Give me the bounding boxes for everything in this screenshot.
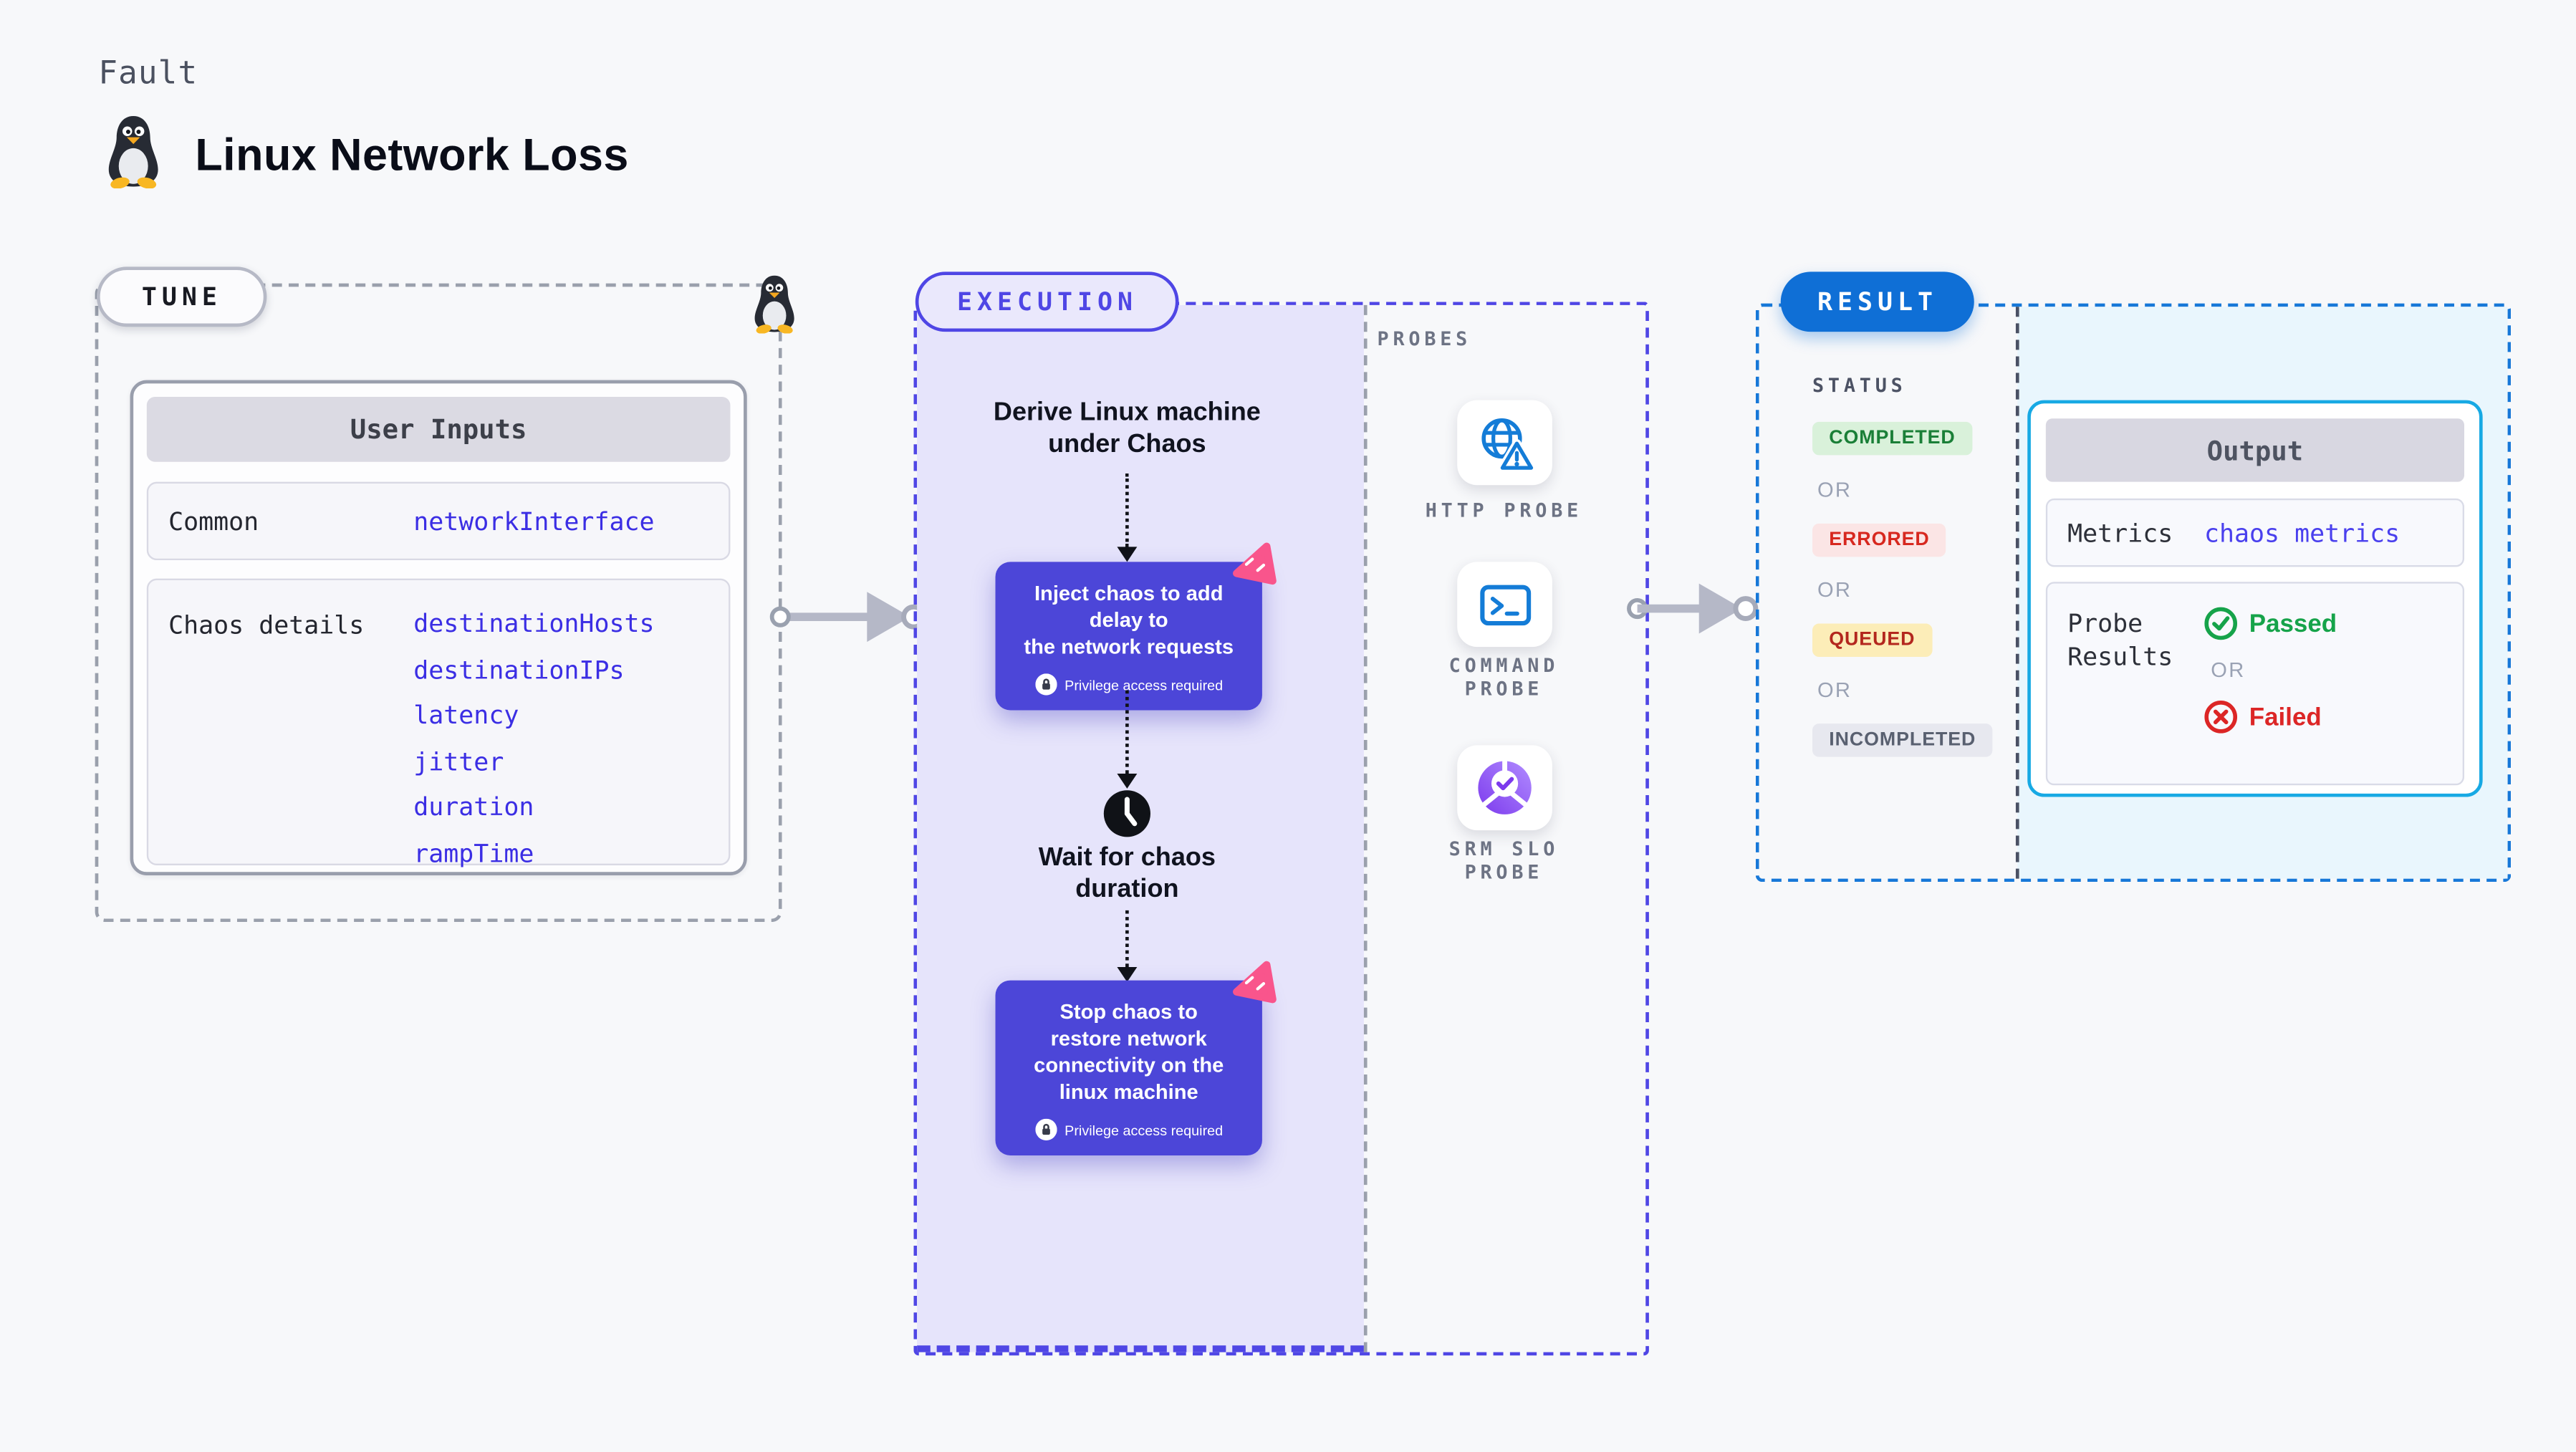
status-badge-completed: COMPLETED (1812, 421, 1972, 456)
chaos-fault-icon (1233, 961, 1277, 1004)
common-label: Common (168, 506, 259, 537)
linux-tux-icon (100, 113, 167, 196)
or-separator: OR (1817, 478, 1852, 502)
metrics-label: Metrics (2067, 517, 2173, 548)
probe-results-values: Passed OR Failed (2204, 607, 2337, 784)
probes-label: PROBES (1377, 327, 1472, 350)
chaos-details-values: destinationHosts destinationIPs latency … (413, 602, 655, 868)
chaos-item: latency (413, 700, 519, 731)
title-row: Linux Network Loss (100, 113, 629, 196)
chaos-details-label: Chaos details (168, 610, 365, 640)
tune-pill: TUNE (96, 266, 267, 327)
status-badge-incompleted: INCOMPLETED (1812, 723, 1993, 757)
srm-slo-probe-label: SRM SLO PROBE (1448, 837, 1559, 884)
stop-chaos-node: Stop chaos to restore network connectivi… (995, 980, 1262, 1155)
page-title: Linux Network Loss (195, 129, 629, 180)
slo-pie-check-icon (1478, 759, 1532, 814)
globe-alert-icon (1481, 417, 1535, 472)
privilege-badge: Privilege access required (1009, 673, 1249, 696)
terminal-icon (1479, 584, 1530, 625)
flow-connector (1125, 910, 1129, 967)
inject-chaos-title: Inject chaos to add delay to the network… (1024, 582, 1234, 659)
metrics-value: chaos metrics (2203, 517, 2400, 548)
passed-label: Passed (2249, 609, 2337, 638)
flow-arrowhead (1117, 773, 1138, 789)
stop-chaos-title: Stop chaos to restore network connectivi… (1034, 1000, 1224, 1104)
flow-connector (1125, 690, 1129, 774)
status-list: COMPLETED OR ERRORED OR QUEUED OR INCOMP… (1812, 421, 2012, 757)
check-circle-icon (2204, 607, 2238, 640)
lock-icon (1034, 1118, 1057, 1141)
status-output-divider (2015, 307, 2019, 879)
flow-arrowhead (1117, 966, 1138, 982)
flow-connector (1125, 473, 1129, 547)
lock-icon (1034, 673, 1057, 696)
command-probe-card (1457, 562, 1552, 648)
execution-probes-divider (1363, 304, 1368, 1352)
metrics-row: Metrics chaos metrics (2045, 498, 2465, 567)
linux-tux-icon-small (749, 274, 800, 342)
user-inputs-card: User Inputs Common networkInterface Chao… (130, 380, 747, 875)
privilege-text: Privilege access required (1064, 675, 1224, 693)
probe-results-label: Probe Results (2067, 608, 2173, 672)
inject-chaos-node: Inject chaos to add delay to the network… (995, 562, 1262, 711)
chaos-item: jitter (413, 746, 504, 777)
fault-kicker: Fault (98, 54, 198, 92)
wait-duration-step: Wait for chaos duration (1038, 843, 1216, 904)
command-probe-label: COMMAND PROBE (1448, 653, 1559, 701)
result-pill: RESULT (1780, 271, 1975, 332)
common-input-row: Common networkInterface (146, 481, 731, 561)
or-separator: OR (2211, 658, 2246, 682)
or-separator: OR (1817, 678, 1852, 702)
flow-arrowhead (1117, 547, 1138, 562)
chaos-item: destinationIPs (413, 654, 625, 685)
http-probe-label: HTTP PROBE (1425, 498, 1583, 522)
failed-label: Failed (2249, 703, 2322, 731)
clock-icon (1103, 790, 1150, 837)
user-inputs-header: User Inputs (146, 396, 731, 462)
chaos-item: rampTime (413, 837, 534, 868)
or-separator: OR (1817, 578, 1852, 602)
tune-to-execution-arrow (769, 592, 926, 643)
srm-slo-probe-card (1457, 745, 1552, 831)
status-badge-errored: ERRORED (1812, 523, 1946, 557)
derive-machine-step: Derive Linux machine under Chaos (993, 398, 1261, 459)
status-label: STATUS (1812, 373, 1907, 397)
passed-line: Passed (2204, 607, 2337, 640)
common-value: networkInterface (413, 506, 655, 537)
execution-pill: EXECUTION (915, 271, 1180, 332)
privilege-badge: Privilege access required (1009, 1118, 1249, 1141)
privilege-text: Privilege access required (1064, 1121, 1224, 1138)
probe-results-row: Probe Results Passed OR Faile (2045, 582, 2465, 786)
tune-section (95, 283, 782, 923)
output-card: Output Metrics chaos metrics Probe Resul… (2027, 400, 2483, 797)
status-badge-queued: QUEUED (1812, 623, 1932, 658)
failed-line: Failed (2204, 701, 2337, 734)
output-header: Output (2045, 418, 2465, 482)
chaos-fault-icon (1233, 542, 1277, 585)
chaos-details-row: Chaos details destinationHosts destinati… (146, 578, 731, 868)
chaos-item: destinationHosts (413, 608, 655, 639)
execution-to-result-arrow (1627, 583, 1759, 634)
chaos-item: duration (413, 792, 534, 822)
x-circle-icon (2204, 701, 2238, 734)
http-probe-card (1457, 400, 1552, 486)
